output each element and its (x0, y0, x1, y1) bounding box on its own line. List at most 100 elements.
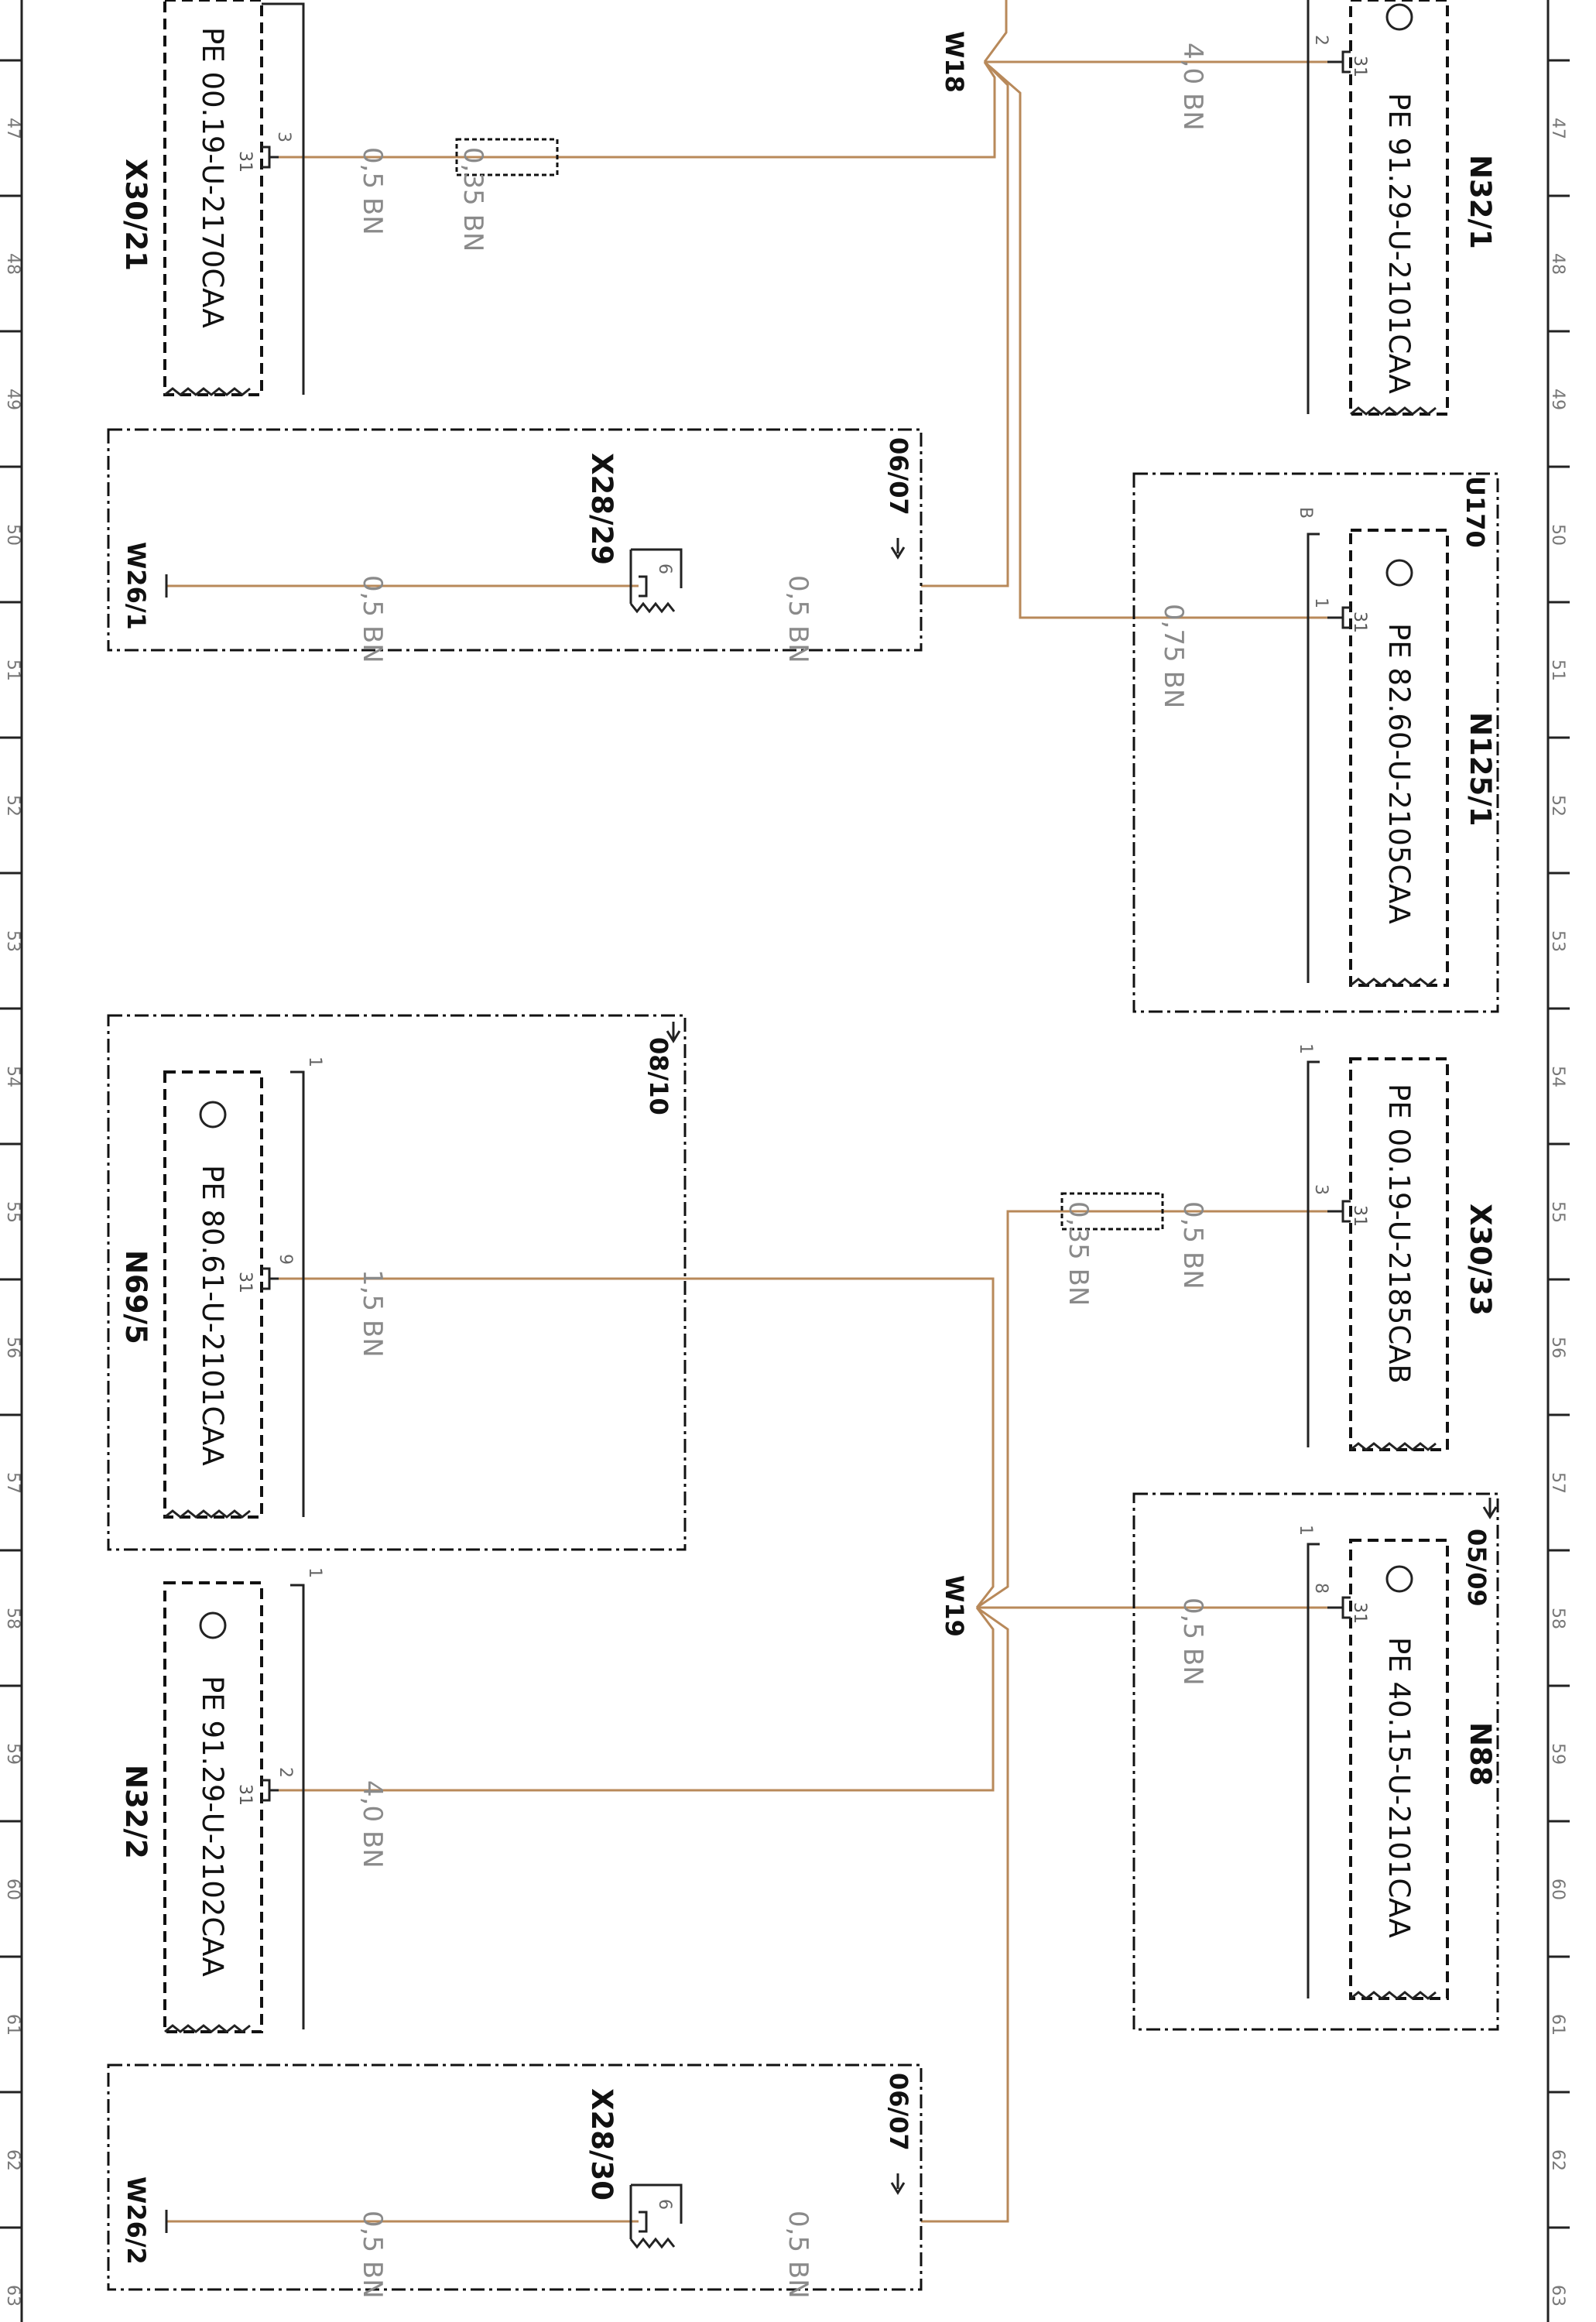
page-reference: 05/09 (1462, 1529, 1492, 1607)
pe-reference: PE 91.29-U-2101CAA (1382, 93, 1416, 394)
pin-number: 6 (655, 563, 674, 574)
component-x30-33[interactable]: PE 00.19-U-2185CAB X30/33 3 31 1 (1296, 1043, 1497, 1451)
page-reference: 06/07 (884, 437, 913, 515)
component-u170[interactable]: U170 (1132, 472, 1499, 1013)
component-name: U170 (1461, 476, 1490, 548)
row-label-left: 53 (3, 930, 22, 952)
row-label-left: 60 (3, 1878, 22, 1900)
connector-terminal (1327, 50, 1351, 74)
wire-size-label: 0,5 BN (357, 2211, 388, 2299)
wire-size-label: 0,75 BN (1158, 604, 1189, 708)
component-name: N125/1 (1464, 712, 1497, 826)
splice-label-w19: W19 (940, 1575, 969, 1637)
wire-n32-2 (279, 1607, 995, 1792)
row-label-left: 55 (3, 1201, 22, 1223)
component-x30-21[interactable]: PE 00.19-U-2170CAA X30/21 3 31 (119, 0, 305, 396)
connector-x28-30-symbol[interactable]: 6 (629, 2183, 683, 2249)
row-label-left: 52 (3, 795, 22, 817)
wire-x30-21 (279, 61, 996, 159)
pe-reference: PE 00.19-U-2185CAB (1382, 1084, 1416, 1384)
component-n125-1[interactable]: PE 82.60-U-2105CAA N125/1 1 31 B (1296, 507, 1497, 987)
right-row-strip (1546, 0, 1570, 2322)
pe-reference: PE 40.15-U-2101CAA (1382, 1637, 1416, 1938)
component-n88[interactable]: PE 40.15-U-2101CAA N88 8 31 1 (1296, 1525, 1497, 2000)
transistor-icon (1385, 3, 1413, 31)
ground-label: W26/2 (122, 2176, 151, 2265)
pin-number: 2 (276, 1767, 295, 1778)
pe-reference: PE 00.19-U-2170CAA (196, 27, 229, 328)
row-label-right: 49 (1548, 389, 1567, 410)
component-n32-1[interactable]: PE 91.29-U-2101CAA N32/1 2 31 (1307, 0, 1497, 416)
wire-size-label: 0,5 BN (1177, 1598, 1208, 1686)
wire-n69-5 (279, 1277, 995, 1608)
arrow-down-icon (1482, 1498, 1498, 1519)
pin-number: 9 (276, 1254, 295, 1265)
row-label-right: 62 (1548, 2149, 1567, 2171)
component-name: N88 (1464, 1722, 1497, 1786)
wire-n125-1 (984, 60, 1316, 619)
wire-x30-33 (976, 1210, 1062, 1609)
pin-extra-label: 1 (305, 1057, 324, 1067)
row-label-right: 50 (1548, 524, 1567, 546)
row-label-left: 51 (3, 659, 22, 681)
connector-name: X28/30 (585, 2088, 618, 2200)
pe-reference: PE 82.60-U-2105CAA (1382, 623, 1416, 924)
component-name: N32/2 (119, 1765, 152, 1859)
connector-terminal (1327, 1596, 1351, 1619)
pin-number: 1 (1311, 598, 1331, 608)
wire-size-label: 0,5 BN (357, 147, 388, 235)
break-mark (1350, 1442, 1437, 1451)
component-name: N69/5 (119, 1250, 152, 1344)
pin-inner-number: 31 (1350, 611, 1369, 633)
pin-inner-number: 31 (1350, 1602, 1369, 1624)
splice-label-w18: W18 (940, 31, 969, 93)
row-label-left: 59 (3, 1743, 22, 1765)
row-label-right: 60 (1548, 1878, 1567, 1900)
group-n88: 05/09 (1132, 1492, 1499, 2031)
arrow-down-icon (666, 1022, 681, 1043)
pin-number: 6 (655, 2199, 674, 2210)
break-mark (1350, 406, 1437, 416)
row-label-right: 58 (1548, 1608, 1567, 1629)
connector-terminal (262, 1267, 279, 1290)
pin-number: 3 (1311, 1184, 1331, 1195)
wire-size-label: 0,5 BN (357, 575, 388, 663)
break-mark (164, 2024, 251, 2033)
row-label-left: 47 (3, 118, 22, 139)
component-name: X30/33 (1464, 1204, 1497, 1316)
group-n69-5: 08/10 (107, 1014, 687, 1551)
wire-alt-label-box: 0,35 BN (455, 138, 559, 252)
pin-number: 8 (1311, 1583, 1331, 1594)
wire-alt-label-box: 0,35 BN (1060, 1192, 1164, 1306)
pin-inner-number: 31 (1350, 1205, 1369, 1227)
wire-alt-label: 0,35 BN (1063, 1201, 1094, 1306)
wire-alt-label: 0,35 BN (457, 147, 488, 252)
connector-terminal (1327, 606, 1351, 629)
arrow-down-icon (890, 2173, 906, 2195)
ground-label: W26/1 (122, 542, 151, 630)
row-label-left: 56 (3, 1337, 22, 1358)
connector-x28-29-symbol[interactable]: 6 (629, 548, 683, 614)
left-row-strip (0, 0, 23, 2322)
pin-extra-label: 1 (305, 1567, 324, 1578)
group-x28-30: 06/07 X28/30 W26/2 6 (107, 2063, 923, 2291)
component-n32-2[interactable]: PE 91.29-U-2102CAA N32/2 2 31 1 (119, 1567, 324, 2033)
component-name: N32/1 (1464, 155, 1497, 249)
connector-terminal (1327, 1200, 1351, 1223)
transistor-icon (1385, 1565, 1413, 1593)
row-label-right: 63 (1548, 2285, 1567, 2307)
row-label-right: 57 (1548, 1472, 1567, 1494)
row-label-left: 49 (3, 389, 22, 410)
pin-inner-number: 31 (235, 1784, 255, 1806)
component-n69-5[interactable]: PE 80.61-U-2101CAA N69/5 9 31 1 (119, 1057, 324, 1519)
pin-number: 3 (274, 132, 293, 142)
wire-size-label: 4,0 BN (357, 1780, 388, 1868)
row-label-left: 48 (3, 253, 22, 275)
row-label-right: 56 (1548, 1337, 1567, 1358)
break-mark (164, 1509, 251, 1519)
row-label-right: 52 (1548, 795, 1567, 817)
pin-number: 2 (1311, 35, 1331, 46)
arrow-down-icon (890, 538, 906, 560)
wire-size-label: 1,5 BN (357, 1269, 388, 1358)
